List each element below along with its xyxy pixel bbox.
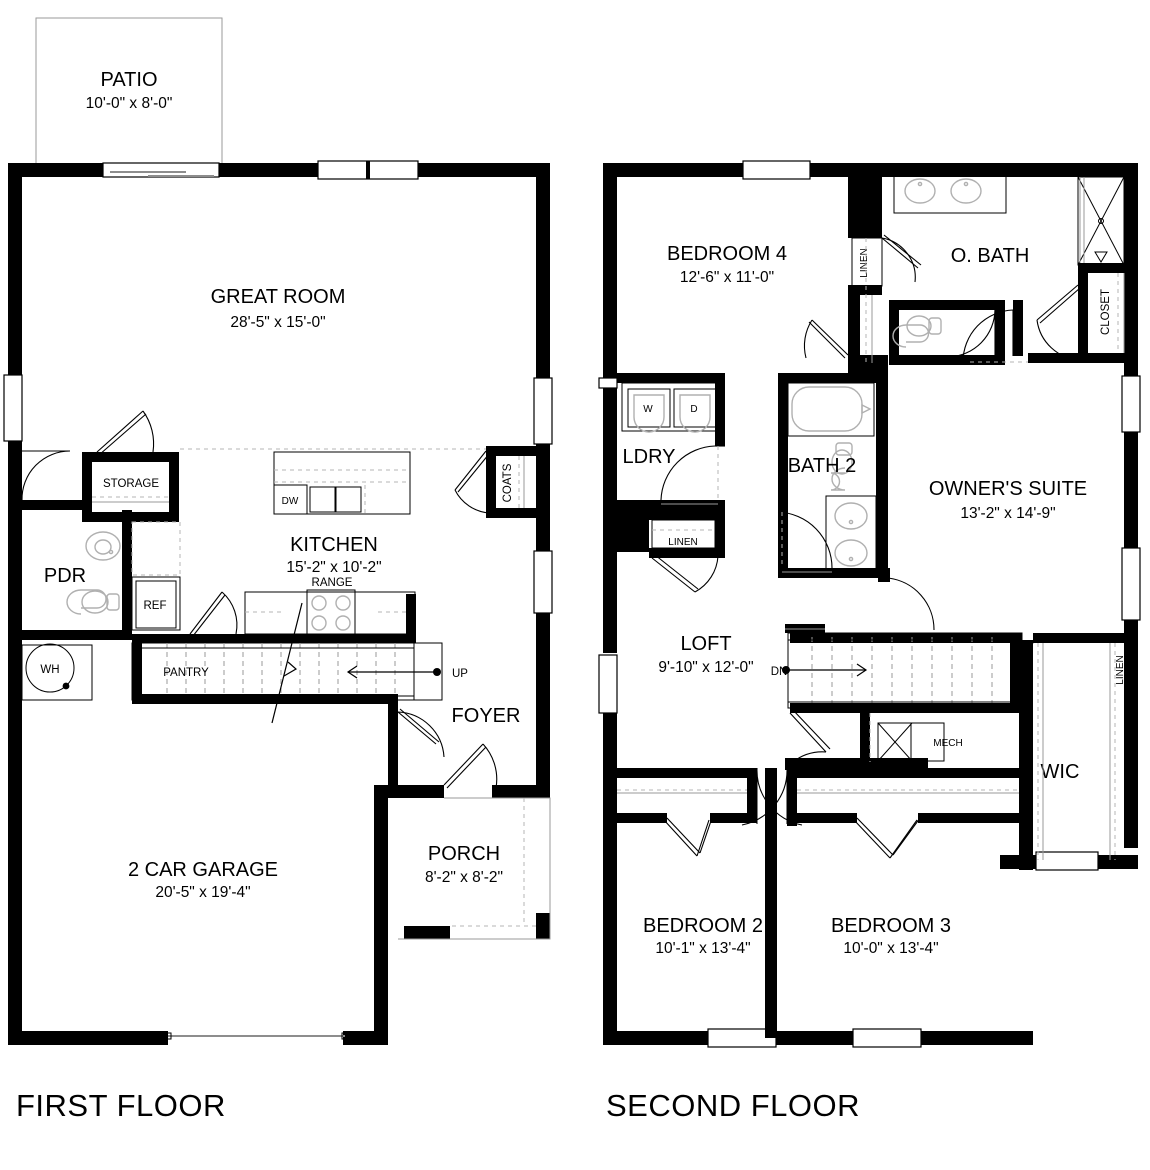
stairs-up: UP PANTRY [131,602,468,724]
storage-closet: STORAGE [82,410,179,522]
coats-closet: COATS [454,446,538,518]
refrigerator: REF [131,521,181,631]
kitchen-name: KITCHEN [290,534,378,556]
bedroom2-name: BEDROOM 2 [643,915,763,937]
porch-dim: 8'-2" x 8'-2" [425,869,503,886]
owners-closet-label: CLOSET [1100,289,1112,335]
first-floor-plan: GREAT ROOM 28'-5" x 15'-0" PATIO 10'-0" … [3,17,553,1045]
range-label: RANGE [312,577,353,589]
loft-name: LOFT [680,633,731,655]
dw-label: DW [282,496,299,507]
foyer-area: FOYER [388,700,520,792]
dryer-label: D [690,404,697,415]
great-room-dim: 28'-5" x 15'-0" [230,314,325,331]
pantry-label: PANTRY [163,667,209,679]
coats-label: COATS [502,463,514,502]
up-label: UP [452,668,468,680]
room-label-garage: 2 CAR GARAGE 20'-5" x 19'-4" [128,859,278,901]
pdr-room: PDR [22,500,132,640]
bedroom3-name: BEDROOM 3 [831,915,951,937]
bath2-name: BATH 2 [788,455,857,477]
room-label-obath: O. BATH [951,245,1030,267]
room-label-patio: PATIO 10'-0" x 8'-0" [86,69,173,112]
linen-closet-mid: LINEN [649,510,725,593]
room-label-kitchen: KITCHEN 15'-2" x 10'-2" [286,534,381,576]
owners-suite-door [878,568,935,631]
foyer-name: FOYER [452,705,521,727]
room-label-great-room: GREAT ROOM 28'-5" x 15'-0" [211,286,346,331]
storage-label: STORAGE [103,478,159,490]
second-floor-exterior-walls [603,163,1138,1045]
water-heater: WH [21,643,93,701]
first-floor-windows [3,160,553,1040]
kitchen-range-counter: RANGE [244,577,416,637]
dn-label: DN [771,666,788,678]
garage-name: 2 CAR GARAGE [128,859,278,881]
first-floor-title: FIRST FLOOR [16,1088,226,1123]
room-label-bedroom4: BEDROOM 4 12'-6" x 11'-0" [667,243,787,286]
porch-area: PORCH 8'-2" x 8'-2" [398,797,551,940]
patio-dim: 10'-0" x 8'-0" [86,95,173,112]
mech-closet: MECH [789,709,963,768]
pantry-door [189,591,238,637]
bedroom2-dim: 10'-1" x 13'-4" [655,940,750,957]
patio-name: PATIO [100,69,157,91]
kitchen-dim: 15'-2" x 10'-2" [286,559,381,576]
room-label-owners-suite: OWNER'S SUITE 13'-2" x 14'-9" [929,478,1087,522]
first-floor-exterior-walls [8,163,550,1045]
stairs-down: DN [771,624,1023,713]
bath2-room: BATH 2 [777,373,888,578]
obath-name: O. BATH [951,245,1030,267]
bedroom4-name: BEDROOM 4 [667,243,787,265]
wic-closet: WIC LINEN [1020,633,1138,860]
second-floor-windows [598,160,1141,1048]
pdr-door [21,450,82,507]
linen-mid-label: LINEN [668,537,697,548]
linen-top-label: LINEN [859,248,870,277]
obath-vanity [893,172,1007,214]
bedroom3-dim: 10'-0" x 13'-4" [843,940,938,957]
linen-closet-top: LINEN [848,230,922,295]
pdr-name: PDR [44,565,86,587]
laundry-room: W D LDRY [617,373,725,510]
washer-label: W [643,404,653,415]
obath-shower [1077,176,1125,266]
linen-wic-label: LINEN [1115,655,1126,684]
second-floor-plan: BEDROOM 4 12'-6" x 11'-0" LINEN O. [598,160,1141,1048]
bedroom4-door [803,319,849,359]
patio-area [35,17,223,167]
owners-suite-name: OWNER'S SUITE [929,478,1087,500]
porch-name: PORCH [428,843,500,865]
garage-dim: 20'-5" x 19'-4" [155,884,250,901]
owners-closet: CLOSET [970,263,1138,363]
room-label-loft: LOFT 9'-10" x 12'-0" [658,633,753,676]
ref-label: REF [144,600,167,612]
ldry-name: LDRY [623,446,676,468]
great-room-name: GREAT ROOM [211,286,346,308]
bedroom-doors [741,767,803,826]
bedroom3-closet [797,768,1028,859]
room-label-bedroom2: BEDROOM 2 10'-1" x 13'-4" [643,915,763,957]
kitchen-island: DW [273,451,411,515]
obath-water-closet [889,300,1005,365]
bedroom4-dim: 12'-6" x 11'-0" [680,269,774,286]
mech-label: MECH [933,738,962,749]
room-label-bedroom3: BEDROOM 3 10'-0" x 13'-4" [831,915,951,957]
owners-suite-dim: 13'-2" x 14'-9" [960,505,1055,522]
wh-label: WH [40,664,59,676]
second-floor-title: SECOND FLOOR [606,1088,861,1123]
bedroom2-closet [617,768,757,857]
wic-name: WIC [1041,761,1080,783]
loft-dim: 9'-10" x 12'-0" [658,659,753,676]
